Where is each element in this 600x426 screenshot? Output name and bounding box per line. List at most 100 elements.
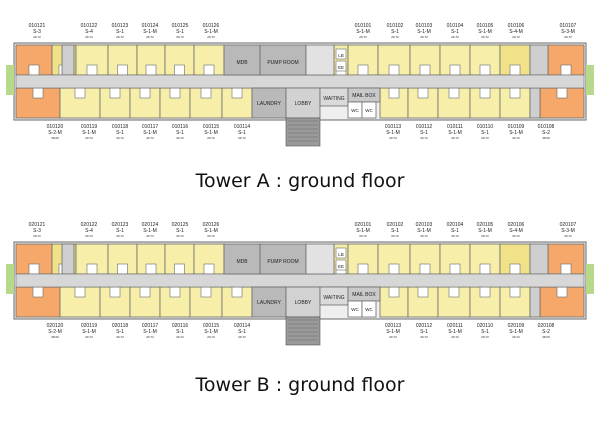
unit-area-label: 29.72 [512,136,520,140]
unit-area-label: 29.72 [391,234,399,238]
label-wc-2: WC [365,108,373,113]
stair-top-left [61,44,75,76]
label-wc-1: WC [351,307,359,312]
unit-area-label: 29.72 [481,234,489,238]
unit-bath [479,64,491,76]
room-lobby [285,286,321,318]
unit-bath [174,64,185,76]
unit-area-label: 29.72 [420,335,428,339]
unit-area-label: 29.72 [512,35,520,39]
lift-2 [335,60,347,72]
unit-type-label: S-1-M [386,130,400,136]
unit-type-label: S-1 [116,228,124,234]
unit-area-label: 29.72 [207,335,215,339]
unit-area-label: 29.72 [481,35,489,39]
stair-bottom-right [529,87,541,119]
entrance-canopy [285,117,321,147]
unit-type-label: S-1 [420,130,428,136]
unit-type-label: S-4 [85,29,93,35]
label-waiting: WAITING [323,295,344,301]
unit-bath [200,286,212,298]
unit-bath [203,64,215,76]
unit-id-label: 020101 [355,222,372,228]
unit-bath [479,263,491,275]
unit-bath [357,263,369,275]
unit-bath [169,87,181,99]
unit-id-label: 020123 [112,222,129,228]
unit-bath [448,286,460,298]
unit-area-label: 29.72 [116,35,124,39]
stair-top-right [529,44,549,76]
unit-type-label: S-1-M [356,228,370,234]
unit-bath [139,286,151,298]
room-wc-2 [361,101,377,119]
unit-id-label: 010113 [385,124,402,130]
unit-id-label: 020112 [416,323,433,329]
unit-bath [388,286,400,298]
unit-area-label: 38.60 [51,136,59,140]
unit-type-label: S-1 [238,130,246,136]
unit-area-label: 29.72 [391,35,399,39]
unit-id-label: 020118 [112,323,129,329]
unit-area-label: 29.72 [420,234,428,238]
unit-bath [449,263,461,275]
unit-area-label: 29.72 [389,335,397,339]
landscape-strip-left [6,264,14,294]
unit-area-label: 29.72 [451,35,459,39]
unit-type-label: S-1 [116,130,124,136]
unit-bath [556,87,568,99]
unit-id-label: 020115 [203,323,220,329]
unit-id-label: 020102 [387,222,404,228]
unit-type-label: S-1-M [204,228,218,234]
unit-area-label: 29.72 [85,234,93,238]
unit-type-label: S-1 [451,29,459,35]
unit-area-label: 29.72 [451,335,459,339]
unit-area-label: 38.60 [542,136,550,140]
unit-id-label: 010102 [387,23,404,29]
unit-area-label: 29.72 [359,234,367,238]
unit-area-label: 29.72 [512,234,520,238]
label-lobby: LOBBY [295,300,312,306]
unit-type-label: S-1 [481,329,489,335]
unit-id-label: 020107 [560,222,577,228]
corridor [15,74,585,89]
unit-area-label: 29.72 [451,136,459,140]
unit-bath [145,64,157,76]
unit-id-label: 010111 [447,124,463,130]
unit-type-label: S-1 [116,29,124,35]
unit-id-label: 010119 [81,124,98,130]
unit-id-label: 020121 [29,222,46,228]
unit-type-label: S-1 [176,329,184,335]
unit-type-label: S-2 [542,329,550,335]
unit-bath [117,64,128,76]
unit-type-label: S-3 [33,29,41,35]
unit-bath [28,64,40,76]
unit-area-label: 29.72 [481,335,489,339]
unit-type-label: S-1-M [204,130,218,136]
unit-bath [388,87,400,99]
room-wc-2 [361,300,377,318]
unit-bath [560,64,572,76]
unit-area-label: 38.60 [51,335,59,339]
unit-bath [32,87,44,99]
label-laundry: LAUNDRY [257,300,281,306]
unit-area-label: 29.72 [451,234,459,238]
unit-bath [169,286,181,298]
unit-area-label: 29.72 [207,234,215,238]
unit-area-label: 29.72 [176,136,184,140]
unit-bath [231,286,243,298]
entrance-canopy [285,316,321,346]
unit-id-label: 010101 [355,23,372,29]
unit-area-label: 29.72 [33,35,41,39]
unit-bath [117,263,128,275]
unit-type-label: S-4-M [509,228,523,234]
unit-type-label: S-1-M [82,329,96,335]
unit-bath [419,263,431,275]
unit-type-label: S-1-M [204,329,218,335]
unit-id-label: 020119 [81,323,98,329]
label-mdb: MDB [236,259,248,265]
unit-type-label: S-1 [176,29,184,35]
unit-id-label: 010109 [508,124,525,130]
